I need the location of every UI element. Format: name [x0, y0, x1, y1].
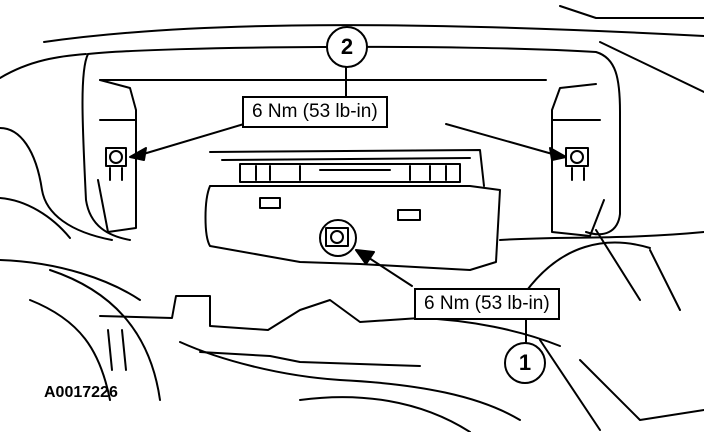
right-ear [551, 83, 605, 237]
leader-bottom [365, 255, 413, 287]
lower-curve-2 [29, 299, 111, 401]
lower-console-2 [199, 351, 421, 367]
module-top [209, 149, 485, 187]
lower-wire-2 [299, 396, 471, 432]
center-bolt-icon [319, 219, 357, 257]
vent-right [397, 209, 421, 221]
module-body [204, 185, 501, 271]
right-bolt-icon [565, 147, 589, 181]
lower-console [99, 295, 421, 331]
connector-strip [239, 163, 461, 183]
left-panel-outer [0, 53, 87, 79]
torque-label-bottom: 6 Nm (53 lb-in) [414, 288, 560, 320]
lower-left-post [107, 329, 127, 371]
lower-curve [49, 269, 161, 401]
dash-trim-edge [599, 41, 704, 93]
arrow-left-icon [129, 147, 147, 161]
right-panel-4 [649, 249, 681, 311]
vent-left [259, 197, 281, 209]
lower-console-3 [419, 317, 561, 347]
dash-trim-top-2 [559, 5, 704, 19]
bracket-frame [87, 45, 621, 236]
lower-wire [179, 341, 521, 421]
lower-right-2 [579, 359, 704, 421]
arrow-right-icon [549, 147, 567, 161]
left-panel-lower [0, 197, 71, 239]
right-panel [499, 231, 704, 241]
lower-right [539, 339, 601, 431]
module-top-inner [221, 157, 471, 161]
dash-trim-top [43, 24, 704, 43]
right-panel-3 [595, 229, 641, 301]
figure-id: A0017226 [44, 384, 118, 401]
connector-teeth [255, 165, 447, 181]
left-ear [97, 79, 137, 233]
callout-number-1: 1 [504, 342, 546, 384]
leader-top-right [445, 123, 557, 156]
torque-label-top: 6 Nm (53 lb-in) [242, 96, 388, 128]
left-panel-curve [0, 127, 113, 241]
right-panel-2 [519, 241, 651, 301]
leader-top-left [139, 123, 245, 156]
callout-number-2: 2 [326, 26, 368, 68]
left-bolt-icon [105, 147, 127, 181]
lower-curve-3 [0, 259, 141, 301]
arrow-center-icon [355, 249, 375, 265]
